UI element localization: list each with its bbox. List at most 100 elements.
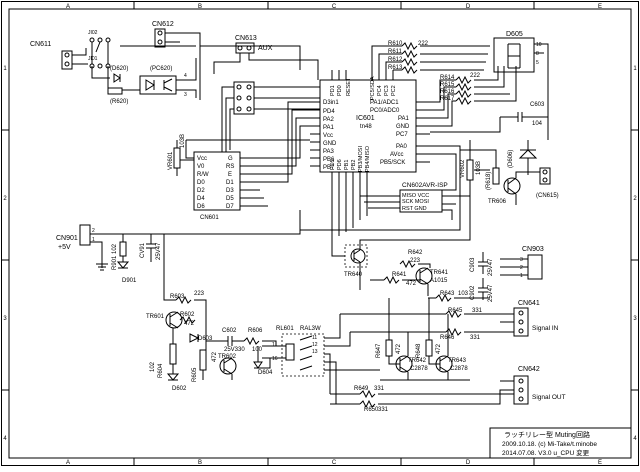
pin-label: 3 bbox=[520, 257, 523, 263]
wire bbox=[430, 117, 501, 133]
col-label: E bbox=[598, 4, 602, 10]
wire bbox=[221, 86, 234, 160]
cn641-label: CN641 bbox=[518, 300, 540, 307]
pin-label: 2 bbox=[92, 228, 95, 234]
jp-label: JI01 bbox=[88, 56, 98, 62]
pin-label: 1 bbox=[520, 273, 523, 279]
pin bbox=[246, 84, 252, 90]
pin-stubs bbox=[331, 70, 394, 80]
r613-label: R613 bbox=[388, 65, 403, 71]
tr640-label: TR640 bbox=[344, 272, 363, 278]
r645-resistor bbox=[445, 309, 462, 319]
frame-col-labels: A B C D E A B C D E 1 2 3 4 1 2 3 4 bbox=[3, 4, 637, 466]
row-label: 4 bbox=[3, 436, 7, 442]
rl601-block: RL601 RAL3W 11 12 13 1 16 bbox=[262, 314, 380, 404]
lcd-pin-label: D7 bbox=[226, 204, 234, 210]
pin-label: 3 bbox=[184, 92, 187, 98]
row-label: 1 bbox=[633, 66, 637, 72]
col-label: B bbox=[198, 460, 202, 466]
c903-capacitor bbox=[478, 252, 488, 274]
jumper-pin bbox=[97, 37, 103, 43]
cn611-connector bbox=[61, 50, 73, 70]
tr643-type: C2878 bbox=[450, 366, 468, 372]
pc620-body bbox=[139, 75, 177, 95]
ic-pin-label: PB5/SCK bbox=[380, 160, 405, 166]
r641-label: R641 bbox=[392, 272, 407, 278]
col-label: E bbox=[598, 460, 602, 466]
r618-resistor bbox=[492, 167, 500, 185]
r649-value: 331 bbox=[374, 386, 385, 392]
ic601-block: IC601 tn48 D3in1 PD4 PA2 PA1 Vcc GND PA3… bbox=[310, 70, 430, 240]
col-label: D bbox=[466, 4, 471, 10]
ic-pin-label: PA1/ADC1 bbox=[370, 100, 399, 106]
ic-pin-label: PD1 bbox=[330, 85, 336, 96]
pin-label: 8 bbox=[536, 51, 539, 57]
c603-block: C603 104 bbox=[430, 102, 548, 133]
cn642-label: CN642 bbox=[518, 366, 540, 373]
transistor-icon bbox=[507, 177, 517, 195]
r602-value: 472 bbox=[184, 321, 195, 327]
pin bbox=[518, 387, 524, 393]
inner-frame bbox=[8, 8, 632, 459]
wire bbox=[90, 210, 301, 268]
r641-value: 472 bbox=[406, 281, 417, 287]
ic-pin-label: GND bbox=[323, 141, 337, 147]
ic-pin-label: PA2 bbox=[323, 117, 335, 123]
vr601-value: 103B bbox=[180, 134, 186, 148]
wire bbox=[469, 140, 490, 200]
cn602-block: CN602AVR-ISP MISO VCC SCK MOSI RST GND bbox=[360, 182, 470, 220]
tr641-transistor bbox=[415, 267, 433, 285]
transistor-icon bbox=[399, 355, 409, 373]
tr601-block: R603 223 TR601 R602 472 D603 R604 102 D6… bbox=[146, 234, 218, 392]
resistors-610-613 bbox=[401, 41, 418, 75]
d603-label: D603 bbox=[198, 336, 213, 342]
cn612-label: CN612 bbox=[152, 21, 174, 28]
tr641-type: A1015 bbox=[430, 278, 448, 284]
ic-pin-label: PA1 bbox=[398, 116, 410, 122]
vr601-pot bbox=[173, 147, 181, 169]
c603-value: 104 bbox=[532, 121, 543, 127]
tr606-block: (D606) (R618) TR606 (CN615) VR602 103B bbox=[460, 140, 559, 205]
tr641-label: TR641 bbox=[430, 270, 449, 276]
rl601-label: RL601 bbox=[276, 326, 294, 332]
cv91-capacitor bbox=[146, 234, 156, 262]
ic-pin-label: PD5 bbox=[330, 159, 336, 170]
cn641-connector bbox=[513, 307, 529, 337]
lcd-pin-label: RS bbox=[226, 164, 234, 170]
title-line2: 2009.10.18. (c) Mi-Take/t.minobe bbox=[502, 441, 597, 448]
tr640-outline bbox=[344, 244, 368, 268]
r611-label: R611 bbox=[388, 49, 403, 55]
r642-value: 223 bbox=[410, 258, 421, 264]
vr601-label: VR601 bbox=[168, 151, 174, 170]
ic-pin-label: PA3 bbox=[323, 149, 335, 155]
col-label: C bbox=[332, 4, 337, 10]
r649-resistor bbox=[359, 389, 376, 399]
r615-label: R615 bbox=[440, 82, 455, 88]
r901-label: R901 102 bbox=[112, 243, 118, 270]
cv91-value: 25V47 bbox=[156, 242, 162, 260]
cn601-label: CN601 bbox=[200, 215, 219, 221]
wire bbox=[534, 43, 549, 140]
title-box bbox=[489, 427, 632, 459]
d604-led bbox=[253, 361, 263, 369]
lcd-pin-label: D3 bbox=[226, 188, 234, 194]
r901-resistor bbox=[119, 241, 127, 257]
cn613-label: CN613 bbox=[235, 35, 257, 42]
cn641-block: CN641 Signal IN R645 331 R646 331 bbox=[340, 300, 559, 341]
lcd-pin-label: R/W bbox=[197, 172, 209, 178]
pin-label: 11 bbox=[312, 335, 317, 341]
pin bbox=[64, 61, 70, 67]
row-label: 4 bbox=[633, 436, 637, 442]
tr641-block: R642 223 R641 472 TR641 A1015 R643 103 bbox=[370, 250, 490, 303]
wire bbox=[420, 45, 490, 71]
r603-label: R603 bbox=[170, 294, 185, 300]
jumper-pin bbox=[97, 63, 103, 69]
r648-value: 472 bbox=[436, 343, 442, 354]
c603-label: C603 bbox=[530, 102, 545, 108]
tr642-643-block: R647 472 TR642 C2878 R648 472 TR643 C287… bbox=[376, 298, 470, 381]
vr602-value: 103B bbox=[476, 161, 482, 175]
wire bbox=[240, 101, 310, 207]
transistor-icon bbox=[419, 267, 429, 285]
pin bbox=[236, 95, 242, 101]
col-label: B bbox=[198, 4, 202, 10]
